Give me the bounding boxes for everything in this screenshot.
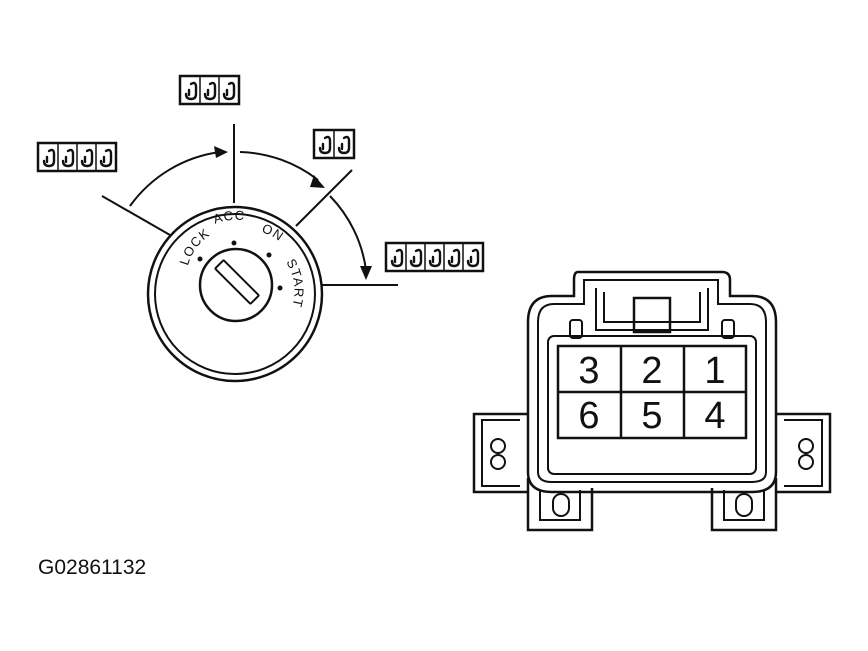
connector-cavity [547,335,757,475]
symbol-glyph [409,248,423,268]
figure-code: G02861132 [38,556,146,579]
right-flange [776,412,832,494]
rotation-arcs [129,146,372,280]
symbol-glyph [99,148,113,168]
dot-start [277,285,283,291]
symbol-glyph [61,148,75,168]
symbol-glyph [390,248,404,268]
symbol-glyph [428,248,442,268]
connector-housing [526,270,778,494]
symbol-glyph [466,248,480,268]
arc-on-to-start [329,195,367,271]
position-label-acc: ACC [211,208,245,227]
leader-on [295,169,353,227]
position-symbol-box-on [312,128,356,160]
symbol-glyph [203,81,217,101]
dot-lock [197,256,203,262]
pin-number-6: 6 [578,395,599,437]
position-symbol-box-acc [178,74,241,106]
arrowhead-start [360,266,372,280]
ignition-key-cylinder [146,205,324,383]
dot-acc [231,240,237,246]
key-slot [214,259,260,305]
left-flange-hole [490,438,506,454]
symbol-glyph [447,248,461,268]
symbol-glyph [42,148,56,168]
position-symbol-box-lock [36,141,118,173]
position-label-start: START [283,256,306,309]
position-label-lock: LOCK [176,225,212,267]
bottom-foot-left [526,478,594,532]
leader-lock [101,195,171,236]
pin-number-2: 2 [641,350,662,392]
pin-number-1: 1 [704,350,725,392]
right-flange-hole [798,438,814,454]
pin-number-3: 3 [578,350,599,392]
arrowhead-acc [214,146,228,158]
pin-number-5: 5 [641,395,662,437]
bottom-foot-right [710,478,778,532]
pin-number-4: 4 [704,395,725,437]
connector-latch [595,288,709,331]
arc-lock-to-acc [129,151,221,207]
wire-harness-connector [472,270,832,532]
symbol-glyph [184,81,198,101]
left-flange [472,412,528,494]
position-label-on: ON [260,221,287,245]
symbol-glyph [337,135,351,155]
symbol-glyph [80,148,94,168]
arrowhead-on [310,175,325,188]
symbol-glyph [318,135,332,155]
position-leader-lines [101,124,398,286]
arc-acc-to-on [239,151,319,181]
dot-on [266,252,272,258]
latch-window [632,296,672,334]
symbol-glyph [222,81,236,101]
position-dots [197,240,283,291]
position-symbol-box-start [384,241,485,273]
